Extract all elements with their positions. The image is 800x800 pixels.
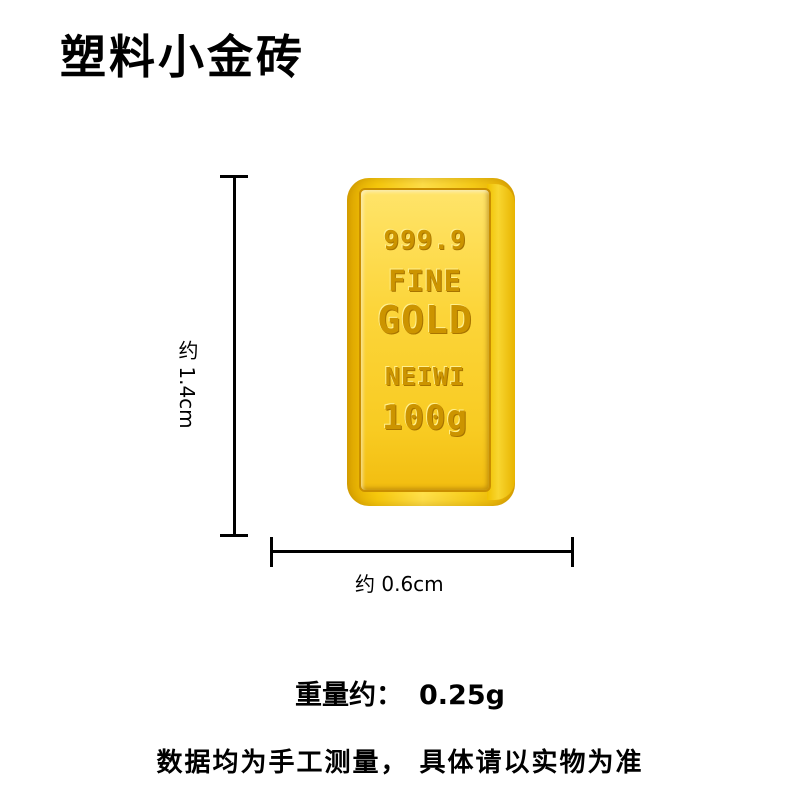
height-dimension-line [233,176,236,536]
weight-value: 0.25g [419,680,505,711]
engraving-brand: NEIWI [384,362,466,391]
weight-label: 重量约： [295,680,404,711]
disclaimer-note: 数据均为手工测量， 具体请以实物为准 [156,748,644,778]
width-dimension-line [271,550,573,553]
gold-bar-image: 999.9 FINE GOLD NEIWI 100g [347,178,515,506]
gold-bar-face: 999.9 FINE GOLD NEIWI 100g [359,188,491,492]
engraving-fine: FINE [388,264,462,298]
width-label: 约 0.6cm [355,572,444,596]
height-dimension-cap-bottom [220,534,248,537]
weight-info: 重量约： 0.25g [0,673,800,712]
width-dimension-cap-right [571,537,574,567]
product-title: 塑料小金砖 [60,30,305,84]
engraving-weight: 100g [382,398,468,438]
gold-bar-side [487,184,515,500]
height-label: 约 1.4cm [175,340,199,429]
engraving-gold: GOLD [377,298,473,342]
engraving-purity: 999.9 [383,226,467,256]
